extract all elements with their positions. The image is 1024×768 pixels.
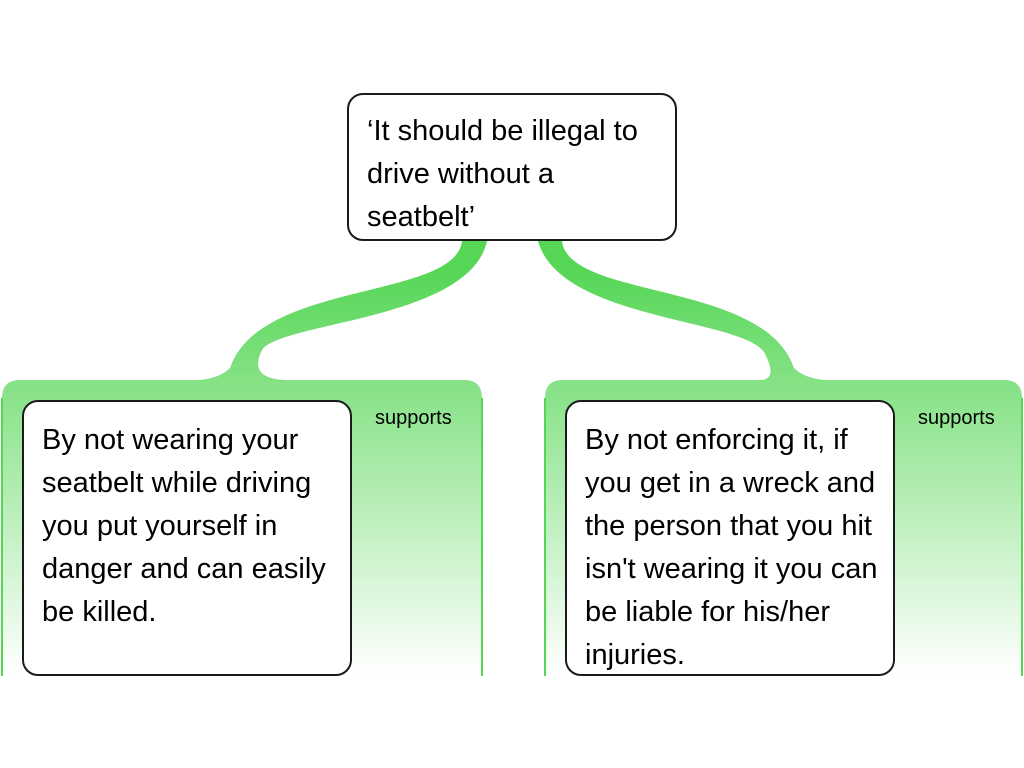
reason-node-right[interactable]: By not enforcing it, if you get in a wre…: [565, 400, 895, 676]
relation-label-left: supports: [375, 407, 452, 429]
claim-node[interactable]: ‘It should be illegal to drive without a…: [347, 93, 677, 241]
reason-node-left[interactable]: By not wearing your seatbelt while drivi…: [22, 400, 352, 676]
claim-text: ‘It should be illegal to drive without a…: [367, 115, 638, 233]
relation-label-right: supports: [918, 407, 995, 429]
reason-text-right: By not enforcing it, if you get in a wre…: [585, 424, 878, 671]
reason-text-left: By not wearing your seatbelt while drivi…: [42, 424, 326, 628]
